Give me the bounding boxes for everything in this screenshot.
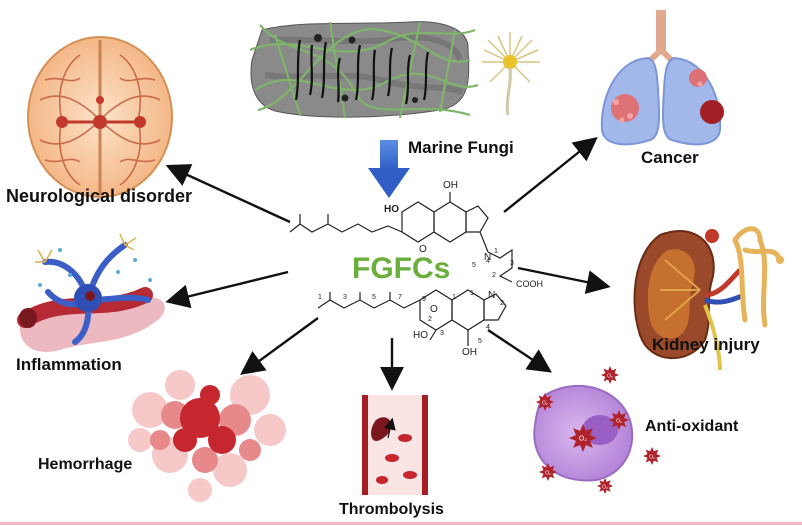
atom-number: 4: [486, 324, 490, 331]
atom-number: 3: [440, 330, 444, 337]
structure-label-oh-bottom: OH: [462, 347, 477, 358]
label-kidney-injury: Kidney injury: [652, 335, 760, 354]
structure-label-n-bottom: N: [488, 290, 496, 301]
atom-number: 2: [428, 316, 432, 323]
atom-number: 1: [318, 294, 322, 301]
fgfc-chemical-structures: [289, 192, 513, 346]
center-label-fgfcs: FGFCs: [352, 252, 451, 285]
label-inflammation: Inflammation: [16, 355, 122, 374]
arrow-to-neurological: [165, 164, 291, 224]
label-marine-fungi: Marine Fungi: [408, 138, 514, 157]
source-arrow: [368, 140, 410, 198]
o2-radical-label: O₂: [616, 419, 622, 425]
label-neurological-disorder: Neurological disorder: [6, 186, 193, 206]
arrow-to-kidney: [517, 266, 611, 294]
o2-radical-label: O₂: [542, 401, 548, 407]
arrow-to-antioxidant: [487, 329, 552, 373]
hemorrhage-illustration: [128, 370, 286, 502]
atom-number: 2: [492, 272, 496, 279]
atom-number: 4: [486, 258, 490, 265]
atom-number: 3: [510, 260, 514, 267]
atom-number: 5: [478, 338, 482, 345]
label-anti-oxidant: Anti-oxidant: [645, 418, 739, 435]
o2-radical-label: O₂: [545, 471, 551, 477]
o2-radical-star: [601, 366, 619, 384]
kidney-illustration: [633, 226, 784, 371]
label-cancer: Cancer: [641, 148, 699, 167]
structure-label-oh-top: OH: [443, 180, 458, 191]
arrow-to-hemorrhage: [240, 317, 319, 375]
o2-radical-star: [609, 410, 629, 430]
o2-radical-label: O₂: [649, 455, 655, 461]
o2-radical-label: O₂: [579, 436, 587, 443]
atom-number: 5: [372, 294, 376, 301]
bottom-accent-line: [0, 522, 802, 525]
structure-label-ho-top: HO: [384, 204, 399, 215]
structure-label-o-top: O: [419, 244, 427, 255]
structure-label-o-bottom: O: [430, 304, 438, 315]
arrow-to-cancer: [503, 137, 598, 213]
o2-radical-label: O₂: [602, 485, 608, 491]
atom-number: 1: [494, 248, 498, 255]
structure-label-cooh: COOH: [516, 279, 543, 289]
atom-number: 3: [343, 294, 347, 301]
atom-number: 1: [452, 294, 456, 301]
lungs-illustration: [600, 10, 724, 146]
label-hemorrhage: Hemorrhage: [38, 456, 133, 473]
atom-number: 1: [470, 290, 474, 297]
o2-radical-star: [536, 393, 554, 411]
o2-radical-star: [569, 424, 597, 452]
o2-radical-label: O₂: [607, 374, 613, 380]
atom-number: 5: [472, 262, 476, 269]
effect-arrows: [165, 137, 611, 391]
atom-number: 9: [422, 296, 426, 303]
thrombolysis-illustration: [362, 395, 428, 495]
o2-radical-star: [539, 463, 557, 481]
label-thrombolysis: Thrombolysis: [339, 501, 444, 518]
atom-number: 7: [398, 294, 402, 301]
brain-illustration: [27, 36, 173, 198]
atom-number: 2: [500, 300, 504, 307]
o2-radical-star: [643, 447, 661, 465]
fungal-mycelium-illustration: [249, 21, 540, 119]
o2-radical-star: [597, 478, 613, 494]
arrow-to-inflammation: [165, 270, 289, 309]
structure-label-n-top: N: [484, 252, 492, 263]
structure-label-ho-bottom: HO: [413, 330, 428, 341]
o2-radical-group: O₂ O₂ O₂ O₂ O₂ O₂ O₂: [536, 366, 661, 494]
inflammation-illustration: [17, 233, 165, 353]
